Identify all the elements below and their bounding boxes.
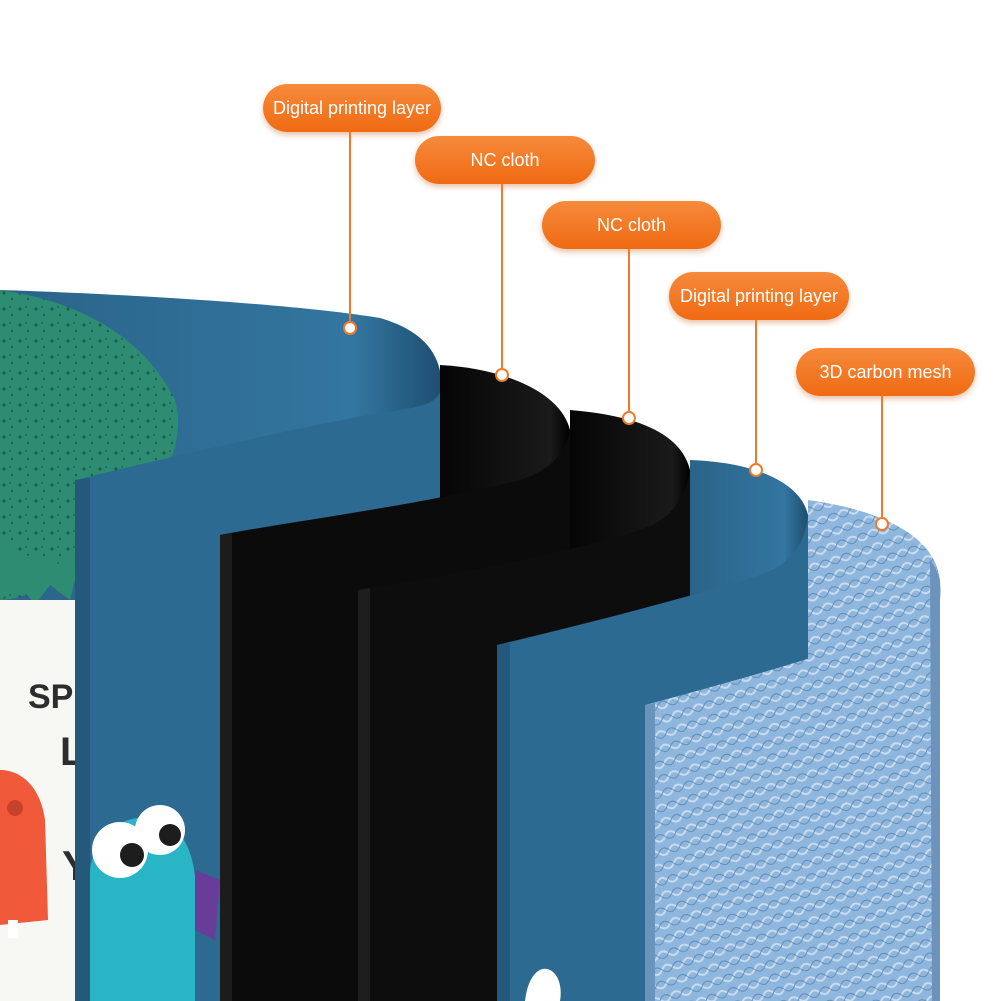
- dinosaur-body: [0, 290, 179, 600]
- dinosaur-tail: [0, 540, 80, 605]
- callout-nc-cloth-1: NC cloth: [415, 136, 595, 184]
- leader-line-4: [755, 320, 757, 463]
- callout-3d-carbon-mesh: 3D carbon mesh: [796, 348, 975, 396]
- leader-line-1: [349, 132, 351, 322]
- red-monster-tooth: [8, 920, 18, 938]
- leader-line-3: [628, 249, 630, 411]
- leader-dot-4: [749, 463, 763, 477]
- layer-3d-carbon-mesh: [645, 500, 941, 1001]
- leader-dot-5: [875, 517, 889, 531]
- monster-fin: [195, 870, 220, 940]
- callout-digital-printing-layer-1: Digital printing layer: [263, 84, 441, 132]
- print-detail: [525, 968, 561, 1001]
- leader-line-2: [501, 184, 503, 368]
- callout-digital-printing-layer-2: Digital printing layer: [669, 272, 849, 320]
- leader-dot-1: [343, 321, 357, 335]
- callout-nc-cloth-2: NC cloth: [542, 201, 721, 249]
- red-monster-eye: [7, 800, 23, 816]
- leader-dot-2: [495, 368, 509, 382]
- leader-dot-3: [622, 411, 636, 425]
- leader-line-5: [881, 396, 883, 517]
